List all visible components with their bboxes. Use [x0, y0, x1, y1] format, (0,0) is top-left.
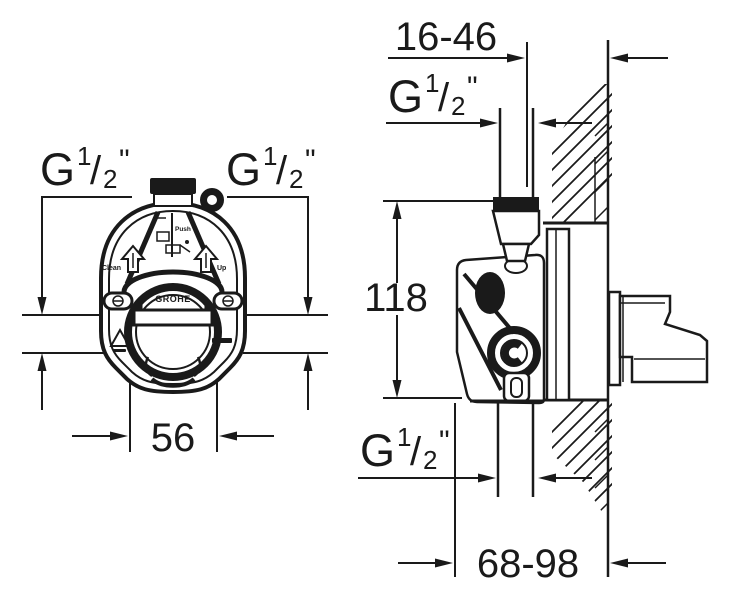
recycle-icon [109, 327, 131, 347]
thread-den: 2 [103, 164, 117, 194]
up-arrow-icon [192, 244, 220, 273]
thread-size-label-front-left: G 1 / 2 " [40, 141, 130, 195]
width-dim-text: 56 [151, 416, 196, 460]
thread-size-label-front-right: G 1 / 2 " [226, 141, 316, 195]
thread-num: 1 [425, 68, 439, 98]
thread-size-label-side-top: G 1 / 2 " [388, 68, 478, 122]
screw-boss-right [212, 291, 244, 311]
valve-opening-ring [124, 283, 222, 381]
thread-num: 1 [397, 422, 411, 452]
thread-unit: " [119, 144, 130, 177]
top-cap [150, 178, 196, 194]
clean-arrow-icon [119, 244, 147, 273]
thread-den: 2 [423, 445, 437, 475]
bottom-supply-pipe [496, 403, 535, 497]
dimension-height-118: 118 [364, 200, 493, 399]
dimension-depth-68-98: 68-98 [398, 403, 666, 586]
front-thread-leader-right [227, 196, 313, 315]
thread-size-label-side-bottom: G 1 / 2 " [360, 422, 450, 476]
seal-band [493, 197, 539, 211]
plaster-guard-bar [132, 308, 214, 327]
dimension-width-56: 56 [72, 380, 274, 460]
thread-den: 2 [451, 91, 465, 121]
side-view: 118 [358, 15, 709, 586]
up-label: Up [217, 265, 226, 272]
thread-g: G [360, 425, 395, 476]
thread-slash: / [438, 76, 450, 120]
dimension-thread-top [386, 118, 592, 128]
thread-num: 1 [263, 141, 277, 171]
dimension-depth-16-46: 16-46 [388, 15, 668, 63]
clean-label: Clean [102, 265, 121, 272]
thread-den: 2 [289, 164, 303, 194]
thread-g: G [40, 144, 75, 195]
mounting-bracket [607, 290, 709, 387]
brand-logo-text: GROHE [155, 294, 191, 304]
front-port-up-arrows [37, 353, 313, 410]
thread-slash: / [90, 149, 102, 193]
material-marking [113, 349, 126, 352]
thread-slash: / [276, 149, 288, 193]
top-supply-pipe [491, 42, 541, 263]
valve-body-front [99, 178, 247, 395]
inner-arch [121, 269, 225, 293]
total-depth-dim-text: 68-98 [477, 542, 579, 586]
valve-body-side [455, 253, 546, 405]
thread-unit: " [305, 144, 316, 177]
cartridge-schematic [153, 213, 191, 257]
outlet-port-slot [501, 340, 523, 366]
thread-unit: " [439, 425, 450, 458]
wall-hatching-bottom [552, 400, 612, 528]
push-label: Push [175, 226, 191, 233]
dimension-thread-bottom [358, 473, 592, 483]
thread-g: G [226, 144, 261, 195]
front-view: 56 G 1 / 2 " G 1 / 2 " Clean Up Push GRO… [22, 141, 328, 460]
front-port-level-lines [22, 314, 328, 354]
thread-slash: / [410, 430, 422, 474]
height-dim-text: 118 [364, 276, 428, 320]
hanging-ring [200, 188, 224, 212]
knurled-section [475, 272, 505, 314]
union-nut [491, 209, 541, 246]
thread-unit: " [467, 71, 478, 104]
front-thread-leader-left [37, 196, 132, 315]
screw-boss-left [102, 291, 134, 311]
thread-num: 1 [77, 141, 91, 171]
mounting-flange [545, 227, 571, 402]
depth-adjust-dim-text: 16-46 [395, 15, 497, 59]
thread-g: G [388, 71, 423, 122]
model-marking [212, 338, 232, 343]
